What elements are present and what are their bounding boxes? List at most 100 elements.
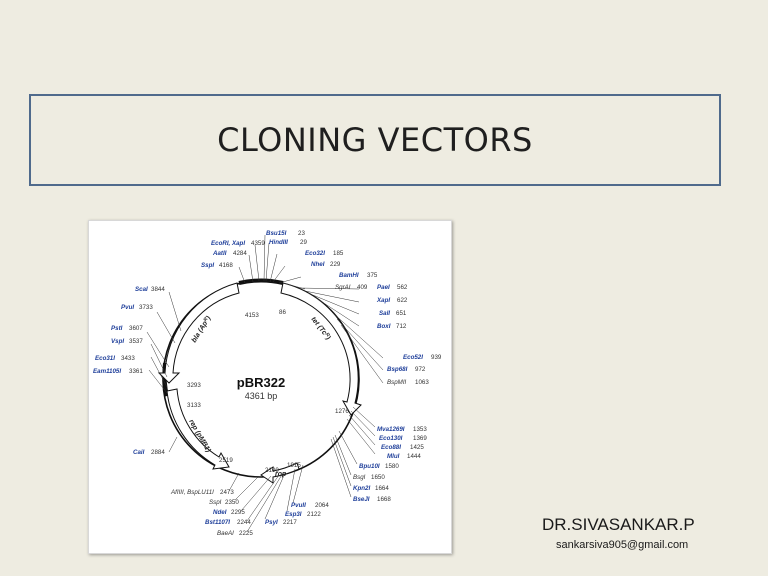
svg-text:2217: 2217 [283,519,297,526]
site-Bpu10I: Bpu10I [359,463,380,470]
site-BseJI: BseJI [353,496,370,503]
site-EcoRI-XapI: EcoRI, XapI [211,240,245,247]
inner-pos-3293: 3293 [187,382,201,389]
svg-text:712: 712 [396,323,407,330]
site-NheI: NheI [311,261,325,268]
svg-text:1425: 1425 [410,444,424,451]
site-CaiI: CaiI [133,449,145,456]
svg-text:229: 229 [330,261,341,268]
inner-pos-1276: 1276 [335,408,349,415]
svg-text:23: 23 [298,230,305,237]
svg-text:2295: 2295 [231,509,245,516]
svg-text:2064: 2064 [315,502,329,509]
gene-rop-label: rop [275,471,287,478]
site-Kpn2I: Kpn2I [353,485,370,492]
svg-text:1063: 1063 [415,379,429,386]
plasmid-name: pBR322 [237,375,285,390]
gene-arrow-tet [280,282,362,416]
segment-top [238,278,284,285]
svg-text:375: 375 [367,272,378,279]
svg-text:29: 29 [300,239,307,246]
site-HindIII: HindIII [269,239,288,246]
site-BspMII: BspMII [387,379,407,386]
site-MluI: MluI [387,453,400,460]
inner-pos-2519: 2519 [219,457,233,464]
svg-text:562: 562 [397,284,408,291]
inner-pos-4153: 4153 [245,312,259,319]
svg-text:622: 622 [397,297,408,304]
site-BsgI: BsgI [353,474,366,481]
site-VspI: VspI [111,338,124,345]
svg-text:2473: 2473 [220,489,234,496]
site-AfIIII-BspLU11I: AfIIII, BspLU11I [170,489,214,496]
slide-title: CLONING VECTORS [217,121,533,159]
svg-text:1369: 1369 [413,435,427,442]
svg-text:3844: 3844 [151,286,165,293]
site-Mva1269I: Mva1269I [377,426,405,433]
site-Eco88I: Eco88I [381,444,401,451]
plasmid-map-image: bla (ApR) tet (TcR) rep (pMB1) rop pBR32… [88,220,452,554]
svg-text:3733: 3733 [139,304,153,311]
svg-text:1444: 1444 [407,453,421,460]
svg-text:2122: 2122 [307,511,321,518]
svg-text:409: 409 [357,284,368,291]
svg-text:1650: 1650 [371,474,385,481]
plasmid-map-svg: bla (ApR) tet (TcR) rep (pMB1) rop pBR32… [93,230,442,537]
site-Bst1107I: Bst1107I [205,519,230,526]
svg-text:1353: 1353 [413,426,427,433]
site-PvuI: PvuI [121,304,134,311]
site-Eco31I: Eco31I [95,355,115,362]
author-name: DR.SIVASANKAR.P [542,515,695,534]
site-Eco52I: Eco52I [403,354,423,361]
svg-text:1664: 1664 [375,485,389,492]
site-SalI: SalI [379,310,390,317]
site-BaeAI: BaeAI [217,530,234,537]
gene-arrow-rop [260,462,300,484]
site-PstI: PstI [111,325,123,332]
inner-pos-2100: 2100 [265,467,279,474]
segment-left [162,362,169,397]
site-PaeI: PaeI [377,284,390,291]
site-SspI-4168: SspI [201,262,214,269]
site-Eco32I: Eco32I [305,250,325,257]
svg-text:651: 651 [396,310,407,317]
site-Bsu15I: Bsu15I [266,230,287,237]
gene-arrow-bla [157,282,240,384]
site-NdeI: NdeI [213,509,227,516]
svg-text:2350: 2350 [225,499,239,506]
site-labels: Bsu15I 23 HindIII 29 Eco32I 185 NheI 229… [93,230,442,537]
svg-text:1580: 1580 [385,463,399,470]
site-SspI-2350: SspI [209,499,222,506]
svg-text:972: 972 [415,366,426,373]
inner-pos-3133: 3133 [187,402,201,409]
site-leader-lines [146,234,384,533]
site-Eco130I: Eco130I [379,435,403,442]
svg-text:185: 185 [333,250,344,257]
plasmid-size: 4361 bp [245,391,278,401]
svg-text:4284: 4284 [233,250,247,257]
svg-text:2884: 2884 [151,449,165,456]
svg-text:2244: 2244 [237,519,251,526]
site-ScaI: ScaI [135,286,148,293]
svg-text:4359: 4359 [251,240,265,247]
svg-text:3361: 3361 [129,368,143,375]
site-BamHI: BamHI [339,272,359,279]
svg-text:2225: 2225 [239,530,253,537]
inner-pos-86: 86 [279,309,286,316]
svg-text:939: 939 [431,354,442,361]
site-Esp3I: Esp3I [285,511,302,518]
gene-arrow-rep [166,388,230,470]
title-box: CLONING VECTORS [29,94,721,186]
svg-text:4168: 4168 [219,262,233,269]
site-Bsp68I: Bsp68I [387,366,408,373]
site-XapI: XapI [376,297,390,304]
site-PvuII: PvuII [291,502,306,509]
site-PsyI: PsyI [265,519,278,526]
site-BoxI: BoxI [377,323,391,330]
author-email: sankarsiva905@gmail.com [556,539,689,551]
inner-pos-1915: 1915 [287,462,301,469]
site-SgrAI: SgrAI [335,284,351,291]
svg-text:1668: 1668 [377,496,391,503]
svg-text:3537: 3537 [129,338,143,345]
svg-text:3433: 3433 [121,355,135,362]
